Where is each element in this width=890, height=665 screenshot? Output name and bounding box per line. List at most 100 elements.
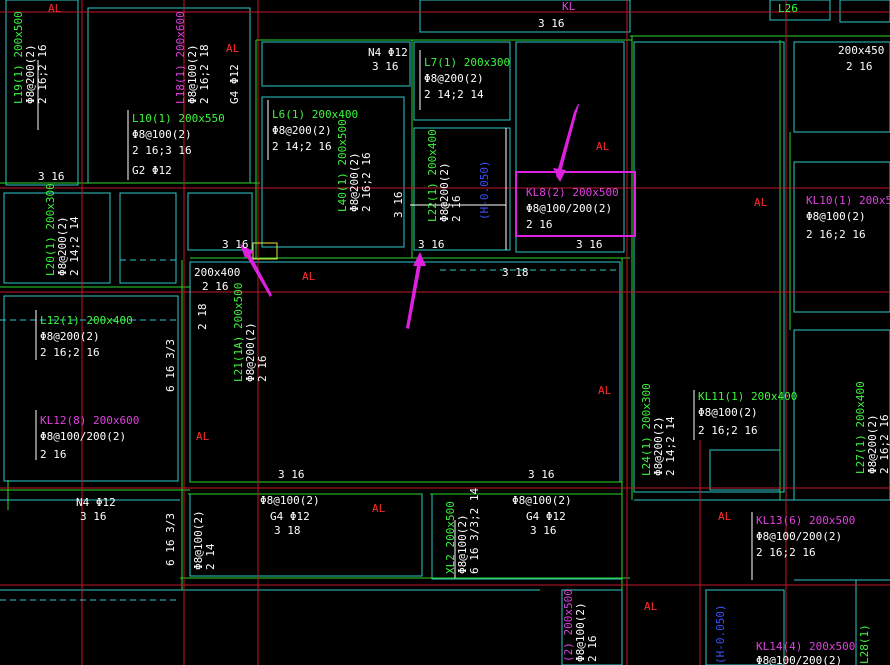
- arrow-to-kl8-head: [553, 168, 566, 182]
- bar-label: N4 Φ12: [368, 46, 408, 59]
- rebar-label: 2 16;2 16: [360, 152, 373, 212]
- bar-label: G4 Φ12: [526, 510, 566, 523]
- beam-size: 200x450: [838, 44, 884, 57]
- rebar-label: 2 14: [204, 543, 217, 570]
- kl8-highlight-box: [515, 171, 636, 237]
- stirrup-label: Φ8@200(2): [424, 72, 484, 85]
- stirrup-label: Φ8@200(2): [866, 414, 879, 474]
- stirrup-label: Φ8@200(2): [272, 124, 332, 137]
- beam-name-l6: L6(1) 200x400: [272, 108, 358, 121]
- rebar-label: 2 16;2 16: [756, 546, 816, 559]
- bar-label: G4 Φ12: [270, 510, 310, 523]
- beam-name-l22: L22(1) 200x400: [426, 129, 439, 222]
- beam-name-l27: L27(1) 200x400: [854, 381, 867, 474]
- stirrup-label: Φ8@100(2): [132, 128, 192, 141]
- stirrup-label: Φ8@100(2): [806, 210, 866, 223]
- rebar-label: 2 14;2 14: [664, 416, 677, 476]
- beam-lines: [0, 35, 890, 590]
- beam-name-xl2: XL2 200x500: [444, 501, 457, 574]
- elevation-note: (H-0.050): [478, 160, 491, 220]
- beam-name-kl8: KL8(2) 200x500: [526, 186, 619, 199]
- selection-marker: [252, 242, 278, 260]
- rebar-label: 2 16: [846, 60, 873, 73]
- al-label: AL: [754, 196, 768, 209]
- stirrup-label: Φ8@100/200(2): [526, 202, 612, 215]
- rebar-label: 3 16: [278, 468, 305, 481]
- stirrup-label: Φ8@100(2): [574, 602, 587, 662]
- rebar-label: 3 16: [222, 238, 249, 251]
- stirrup-label: Φ8@100(2): [260, 494, 320, 507]
- rebar-label: 2 16: [256, 356, 269, 383]
- rebar-label: 2 16: [40, 448, 67, 461]
- rebar-label: 2 16: [202, 280, 229, 293]
- elevation-note: (H-0.050): [714, 604, 727, 664]
- hidden-lines: [0, 259, 620, 601]
- beam-name-kl14: KL14(4) 200x500: [756, 640, 855, 653]
- al-label: AL: [226, 42, 240, 55]
- beam-label-fragment: KL: [562, 0, 576, 13]
- rebar-label: 2 16;2 16: [36, 44, 49, 104]
- rebar-label: 2 16;2 16: [698, 424, 758, 437]
- rebar-label: 6 16 3/3;2 14: [468, 488, 481, 574]
- arrow-to-l22: [406, 260, 422, 329]
- al-label: AL: [48, 2, 62, 15]
- al-label: AL: [718, 510, 732, 523]
- beam-name-kl11: KL11(1) 200x400: [698, 390, 797, 403]
- bar-label: G2 Φ12: [132, 164, 172, 177]
- rebar-label: 3 16: [80, 510, 107, 523]
- rebar-label: 2 16;2 16: [40, 346, 100, 359]
- al-label: AL: [372, 502, 386, 515]
- rebar-label: 3 18: [502, 266, 529, 279]
- beam-name-l19: L19(1) 200x500: [12, 11, 25, 104]
- beam-name-l18: L18(1) 200x600: [174, 11, 187, 104]
- stirrup-label: Φ8@100/200(2): [40, 430, 126, 443]
- beam-name-l24: L24(1) 200x300: [640, 383, 653, 476]
- stirrup-label: Φ8@200(2): [438, 162, 451, 222]
- stirrup-label: Φ8@100(2): [186, 44, 199, 104]
- arrow-to-kl8: [556, 104, 579, 180]
- rebar-label: 3 16: [528, 468, 555, 481]
- bar-label: G4 Φ12: [228, 64, 241, 104]
- beam-name-kl13: KL13(6) 200x500: [756, 514, 855, 527]
- bar-label: N4 Φ12: [76, 496, 116, 509]
- beam-name-kl10: KL10(1) 200x500: [806, 194, 890, 207]
- annotation-arrows: [240, 104, 579, 329]
- rebar-label: 2 16: [526, 218, 553, 231]
- beam-size: 200x400: [194, 266, 240, 279]
- leader-lines: [35, 50, 753, 580]
- stirrup-label: Φ8@100/200(2): [756, 654, 842, 665]
- beam-label-fragment: L26: [778, 2, 798, 15]
- rebar-label: 3 16: [418, 238, 445, 251]
- beam-name-l21: L21(1A) 200x500: [232, 283, 245, 382]
- rebar-label: 3 16: [538, 17, 565, 30]
- rebar-label: 2 14;2 14: [424, 88, 484, 101]
- arrow-to-l22-head: [413, 252, 426, 266]
- al-label: AL: [644, 600, 658, 613]
- rebar-label: 2 18: [196, 304, 209, 331]
- rebar-label: 3 16: [372, 60, 399, 73]
- rebar-label: 3 16: [38, 170, 65, 183]
- beam-name-fragment: (2) 200x500: [562, 589, 575, 662]
- stirrup-label: Φ8@200(2): [652, 416, 665, 476]
- stirrup-label: Φ8@100(2): [192, 510, 205, 570]
- stirrup-label: Φ8@200(2): [348, 152, 361, 212]
- stirrup-label: Φ8@100/200(2): [756, 530, 842, 543]
- rebar-label: 2 16;2 16: [878, 414, 890, 474]
- arrow-to-marker-head: [240, 244, 254, 258]
- stirrup-label: Φ8@200(2): [24, 44, 37, 104]
- al-label: AL: [302, 270, 316, 283]
- beam-name-l28: L28(1): [858, 624, 871, 664]
- rebar-label: 2 16: [450, 196, 463, 223]
- stirrup-label: Φ8@200(2): [56, 216, 69, 276]
- rebar-label: 2 16;2 16: [806, 228, 866, 241]
- rebar-label: 3 16: [392, 192, 405, 219]
- beam-name-l20: L20(1) 200x300: [44, 183, 57, 276]
- stirrup-label: Φ8@200(2): [244, 322, 257, 382]
- rebar-label: 2 14;2 16: [272, 140, 332, 153]
- al-label: AL: [596, 140, 610, 153]
- al-label: AL: [598, 384, 612, 397]
